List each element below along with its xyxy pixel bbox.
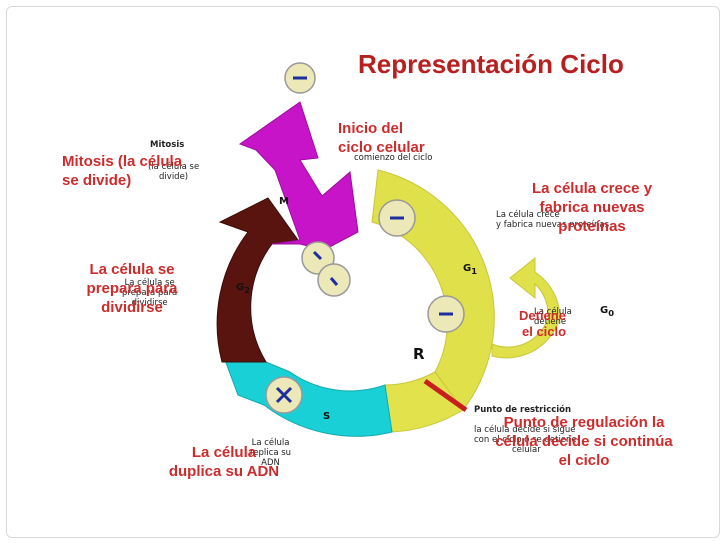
label-punto-line: Punto de regulación la (472, 413, 696, 432)
g2-letter: G (236, 282, 244, 293)
label-inicio-line: ciclo celular (338, 138, 425, 157)
label-detiene-line: Detiene (519, 308, 566, 324)
cell-s (266, 377, 302, 413)
label-punto-line: el ciclo (472, 451, 696, 470)
label-crece-line: La célula crece y (508, 179, 676, 198)
label-prepara-line: dividirse (64, 298, 200, 317)
cell-g1 (379, 200, 415, 236)
cell-top (285, 63, 315, 93)
label-mitosis: Mitosis (la célula se divide) (62, 152, 182, 190)
page-title: Representación Ciclo (358, 49, 624, 80)
g1-letter: G (463, 263, 471, 274)
g2-phase-arc (217, 198, 298, 362)
cell-restriction (428, 296, 464, 332)
m-phase-label: M (279, 196, 289, 207)
label-prepara-line: prepara para (64, 279, 200, 298)
label-prepara: La célula se prepara para dividirse (64, 260, 200, 317)
s-phase-arc (225, 360, 392, 436)
label-mitosis-line: se divide) (62, 171, 182, 190)
label-mitosis-line: Mitosis (la célula (62, 152, 182, 171)
label-punto: Punto de regulación la célula decide si … (472, 413, 696, 470)
label-detiene: Detiene el ciclo (519, 308, 566, 340)
label-crece-line: proteínas (508, 217, 676, 236)
label-crece: La célula crece y fabrica nuevas proteín… (508, 179, 676, 236)
g1-phase-label: G1 (463, 263, 477, 276)
g0-letter: G (600, 305, 608, 316)
label-detiene-line: el ciclo (519, 324, 566, 340)
restriction-r-label: R (413, 345, 425, 363)
label-duplica-line: duplica su ADN (146, 462, 302, 481)
label-crece-line: fabrica nuevas (508, 198, 676, 217)
g2-phase-label: G2 (236, 282, 250, 295)
label-prepara-line: La célula se (64, 260, 200, 279)
label-duplica: La célula duplica su ADN (146, 443, 302, 481)
g2-subscript: 2 (244, 285, 250, 295)
g1-subscript: 1 (471, 266, 477, 276)
s-phase-label: S (323, 411, 330, 422)
cell-m-dividing (302, 242, 350, 296)
g0-subscript: 0 (608, 308, 614, 318)
label-duplica-line: La célula (146, 443, 302, 462)
label-punto-line: célula decide si continúa (472, 432, 696, 451)
label-inicio-line: Inicio del (338, 119, 425, 138)
g0-phase-label: G0 (600, 305, 614, 318)
label-inicio: Inicio del ciclo celular (338, 119, 425, 157)
faint-mitosis-title: Mitosis (150, 140, 184, 150)
